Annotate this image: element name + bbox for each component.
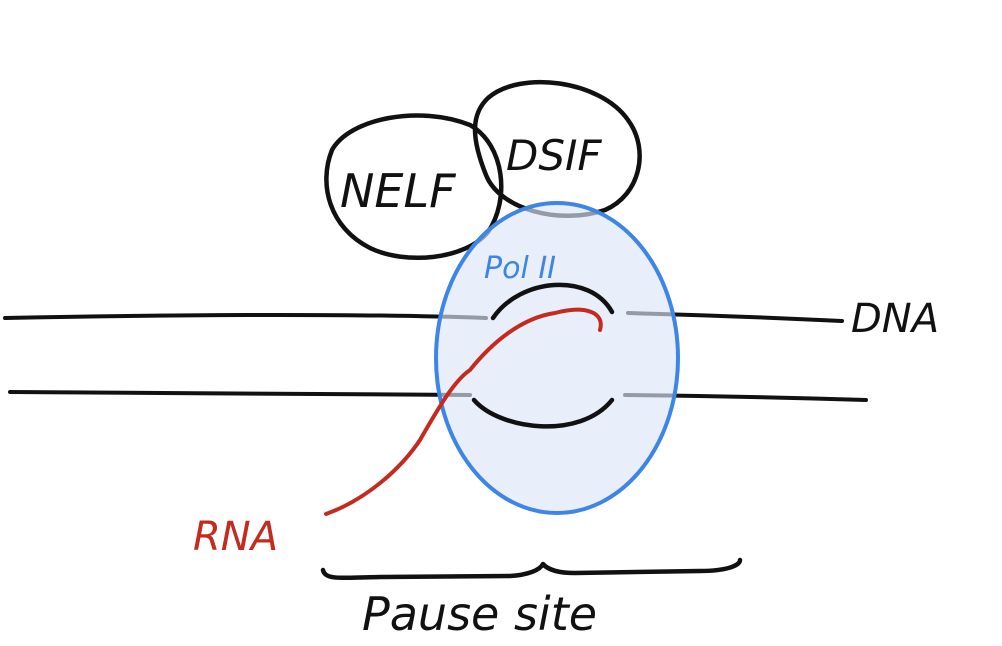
dsif-label: DSIF xyxy=(506,131,602,180)
dna-top-strand-left xyxy=(3,312,488,320)
pause-site-label: Pause site xyxy=(362,587,597,641)
transcription-bubble-top xyxy=(490,282,615,321)
transcription-bubble-bottom xyxy=(471,397,615,429)
rna-label: RNA xyxy=(193,514,278,560)
nelf-label: NELF xyxy=(340,164,456,218)
rna-strand xyxy=(324,307,603,516)
pol-ii-label: Pol II xyxy=(484,251,556,286)
dsif-circle xyxy=(472,79,642,218)
dna-label: DNA xyxy=(851,296,939,342)
dna-bottom-strand-left xyxy=(8,390,472,397)
pause-site-bracket xyxy=(320,557,743,581)
pol-ii-ellipse xyxy=(434,201,680,515)
